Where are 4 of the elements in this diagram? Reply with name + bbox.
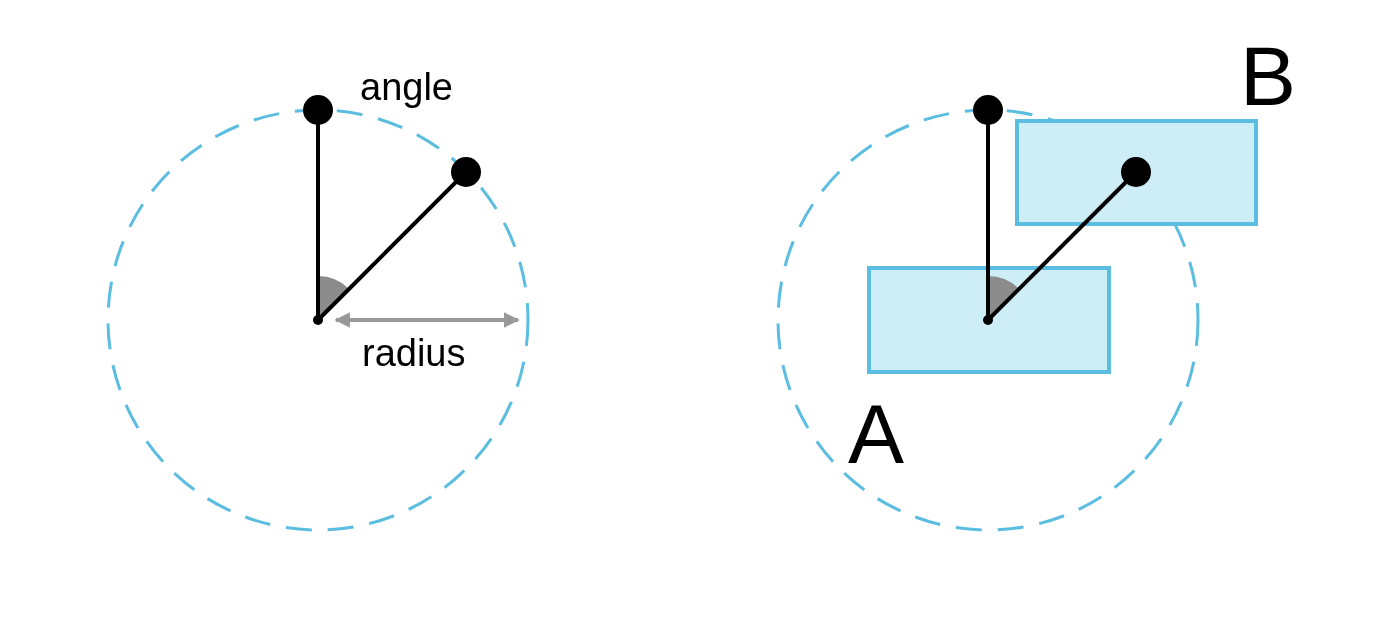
radius-label: radius — [362, 334, 466, 372]
rectangle-label: B — [1240, 34, 1297, 118]
rectangle-label: A — [848, 392, 905, 476]
angle-label: angle — [360, 68, 453, 106]
